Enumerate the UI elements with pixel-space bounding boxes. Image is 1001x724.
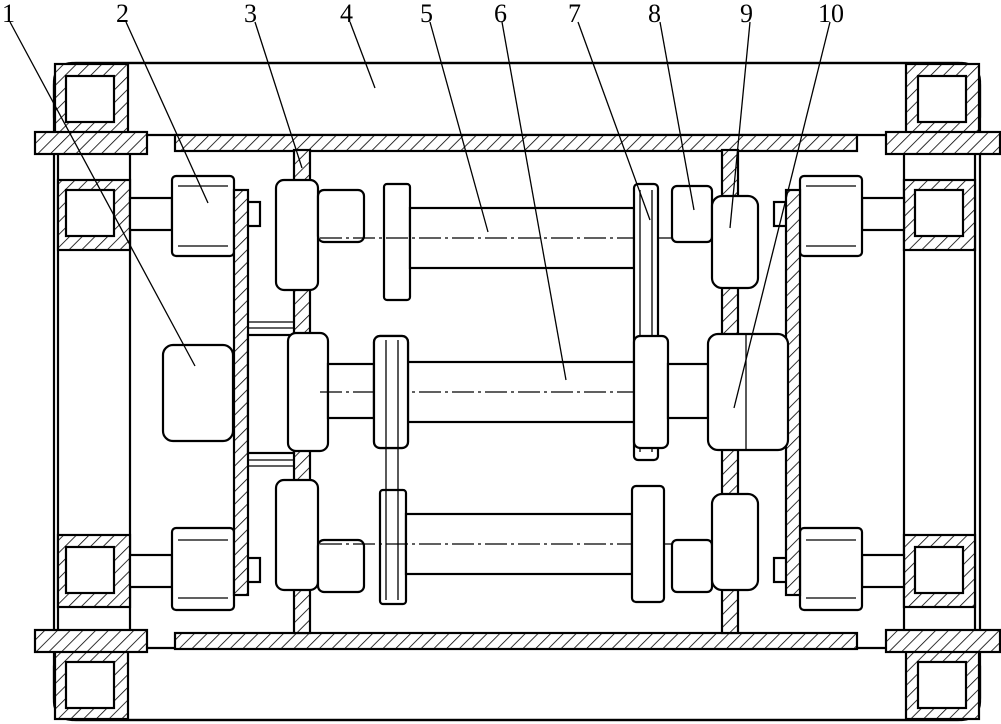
middle-shaft-assembly (286, 331, 790, 453)
callout-2: 2 (116, 0, 129, 28)
callout-4: 4 (340, 0, 353, 28)
bottom-plate (33, 628, 1001, 654)
side-roller-blocks (56, 178, 977, 609)
callout-labels: 1 2 3 4 5 6 7 8 9 10 (2, 0, 844, 28)
callout-6: 6 (494, 0, 507, 28)
callout-leaders (9, 21, 831, 409)
top-plate (33, 130, 1001, 156)
callout-9: 9 (740, 0, 753, 28)
corner-square-bottom-right (904, 649, 981, 721)
lower-shaft-assembly (274, 334, 760, 606)
callout-8: 8 (648, 0, 661, 28)
callout-10: 10 (818, 0, 844, 28)
callout-1: 1 (2, 0, 15, 28)
callout-3: 3 (244, 0, 257, 28)
motor (161, 321, 296, 467)
corner-square-top-right (904, 62, 981, 136)
callout-7: 7 (568, 0, 581, 28)
corner-square-bottom-left (53, 649, 130, 721)
corner-square-top-left (53, 62, 130, 136)
callout-5: 5 (420, 0, 433, 28)
